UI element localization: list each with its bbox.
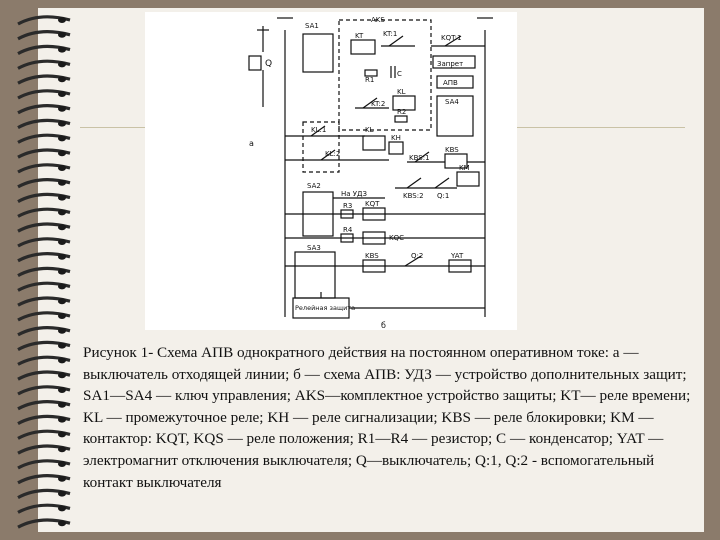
label-km: KM bbox=[459, 164, 470, 172]
label-kt2: KT:2 bbox=[371, 100, 385, 108]
label-sa4: SA4 bbox=[445, 98, 459, 106]
label-kqc: KQC bbox=[389, 234, 404, 242]
spiral-binding bbox=[17, 15, 71, 529]
label-aks: AKS bbox=[371, 16, 385, 24]
label-udz: На УДЗ bbox=[341, 190, 368, 198]
binding-hole bbox=[58, 31, 66, 38]
binding-hole bbox=[58, 387, 66, 393]
binding-hole bbox=[58, 179, 66, 186]
binding-hole bbox=[58, 520, 66, 527]
binding-hole bbox=[58, 135, 66, 142]
binding-hole bbox=[58, 239, 66, 245]
label-kbs-bottom: KBS bbox=[365, 252, 379, 260]
label-mark-b: б bbox=[381, 321, 386, 330]
binding-hole bbox=[58, 490, 66, 497]
binding-hole bbox=[58, 313, 66, 319]
label-r4: R4 bbox=[343, 226, 353, 234]
label-yat: YAT bbox=[450, 252, 464, 260]
binding-hole bbox=[58, 298, 66, 305]
binding-hole bbox=[58, 446, 66, 453]
binding-hole bbox=[58, 150, 66, 157]
circuit-diagram: SA1 AKS KT KT:1 KQT:1 R1 C Запрет АПВ KL… bbox=[145, 12, 517, 330]
label-kqt1: KQT:1 bbox=[441, 34, 461, 42]
binding-hole bbox=[58, 105, 66, 112]
binding-hole bbox=[58, 372, 66, 379]
label-r2: R2 bbox=[397, 108, 406, 116]
binding-hole bbox=[58, 283, 66, 290]
label-relay-protection: Релейная защита bbox=[295, 304, 355, 312]
label-kh: KH bbox=[391, 134, 401, 142]
binding-hole bbox=[58, 268, 66, 275]
label-kbs: KBS bbox=[445, 146, 459, 154]
label-kl2: KL:2 bbox=[325, 150, 340, 158]
label-q2: Q:2 bbox=[411, 252, 423, 260]
label-c: C bbox=[397, 70, 402, 78]
label-sa3: SA3 bbox=[307, 244, 321, 252]
binding-hole bbox=[58, 224, 66, 231]
label-kt: KT bbox=[355, 32, 364, 40]
binding-hole bbox=[58, 327, 66, 334]
label-q: Q bbox=[265, 59, 272, 69]
binding-hole bbox=[58, 91, 66, 97]
binding-hole bbox=[58, 475, 66, 482]
binding-hole bbox=[58, 61, 66, 68]
label-zapret: Запрет bbox=[437, 60, 463, 68]
binding-hole bbox=[58, 17, 66, 23]
label-mark-a: а bbox=[249, 139, 254, 148]
binding-hole bbox=[58, 416, 66, 423]
binding-hole bbox=[58, 401, 66, 408]
circuit-schematic: SA1 AKS KT KT:1 KQT:1 R1 C Запрет АПВ KL… bbox=[248, 16, 493, 330]
label-r3: R3 bbox=[343, 202, 352, 210]
binding-hole bbox=[58, 342, 66, 349]
label-q1: Q:1 bbox=[437, 192, 449, 200]
label-apv: АПВ bbox=[443, 79, 458, 87]
binding-hole bbox=[58, 461, 66, 467]
binding-hole bbox=[58, 357, 66, 364]
binding-hole bbox=[58, 431, 66, 438]
label-kbs2: KBS:2 bbox=[403, 192, 424, 200]
binding-hole bbox=[58, 253, 66, 260]
binding-hole bbox=[58, 209, 66, 216]
binding-hole bbox=[58, 194, 66, 201]
label-kl-coil: KL bbox=[365, 126, 374, 134]
binding-hole bbox=[58, 76, 66, 83]
label-r1: R1 bbox=[365, 76, 374, 84]
label-sa2: SA2 bbox=[307, 182, 321, 190]
binding-hole bbox=[58, 120, 66, 127]
label-kt1: KT:1 bbox=[383, 30, 397, 38]
figure-caption: Рисунок 1- Схема АПВ однократного действ… bbox=[83, 344, 691, 491]
label-kbs1: KBS:1 bbox=[409, 154, 430, 162]
binding-hole bbox=[58, 46, 66, 53]
label-kqt: KQT bbox=[365, 200, 380, 208]
binding-hole bbox=[58, 505, 66, 512]
label-kl1: KL:1 bbox=[311, 126, 326, 134]
binding-hole bbox=[58, 165, 66, 171]
label-kl: KL bbox=[397, 88, 406, 96]
label-sa1: SA1 bbox=[305, 22, 319, 30]
